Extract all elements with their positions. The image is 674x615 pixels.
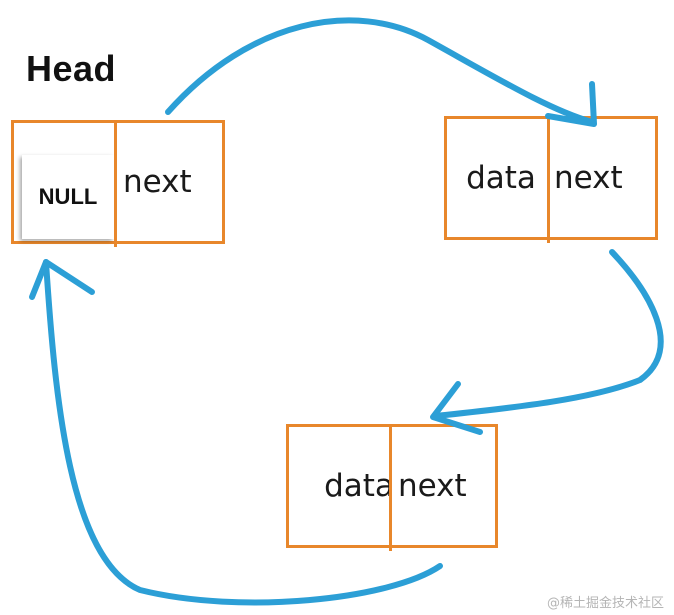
arrow-node3-to-head bbox=[43, 259, 443, 606]
head-node: NULL next bbox=[11, 120, 225, 247]
node-2-divider bbox=[547, 116, 550, 243]
head-node-next-cell: next bbox=[123, 164, 192, 200]
node-2-next-cell: next bbox=[554, 160, 623, 196]
node-3-next-cell: next bbox=[398, 468, 467, 504]
arrow-node2-to-node3 bbox=[433, 249, 664, 419]
node-3-divider bbox=[389, 424, 392, 551]
node-3: data next bbox=[286, 424, 498, 551]
node-2: data next bbox=[444, 116, 658, 243]
node-2-data-cell: data bbox=[466, 160, 536, 196]
arrowhead-node2 bbox=[545, 81, 597, 127]
arrow-head-to-node2 bbox=[165, 17, 595, 125]
node-3-data-cell: data bbox=[324, 468, 394, 504]
head-node-divider bbox=[114, 120, 117, 247]
watermark: @稀土掘金技术社区 bbox=[546, 596, 664, 611]
null-value: NULL bbox=[22, 155, 114, 239]
arrowhead-node3 bbox=[430, 381, 483, 435]
arrowhead-head bbox=[29, 259, 95, 300]
head-label: Head bbox=[26, 48, 117, 89]
